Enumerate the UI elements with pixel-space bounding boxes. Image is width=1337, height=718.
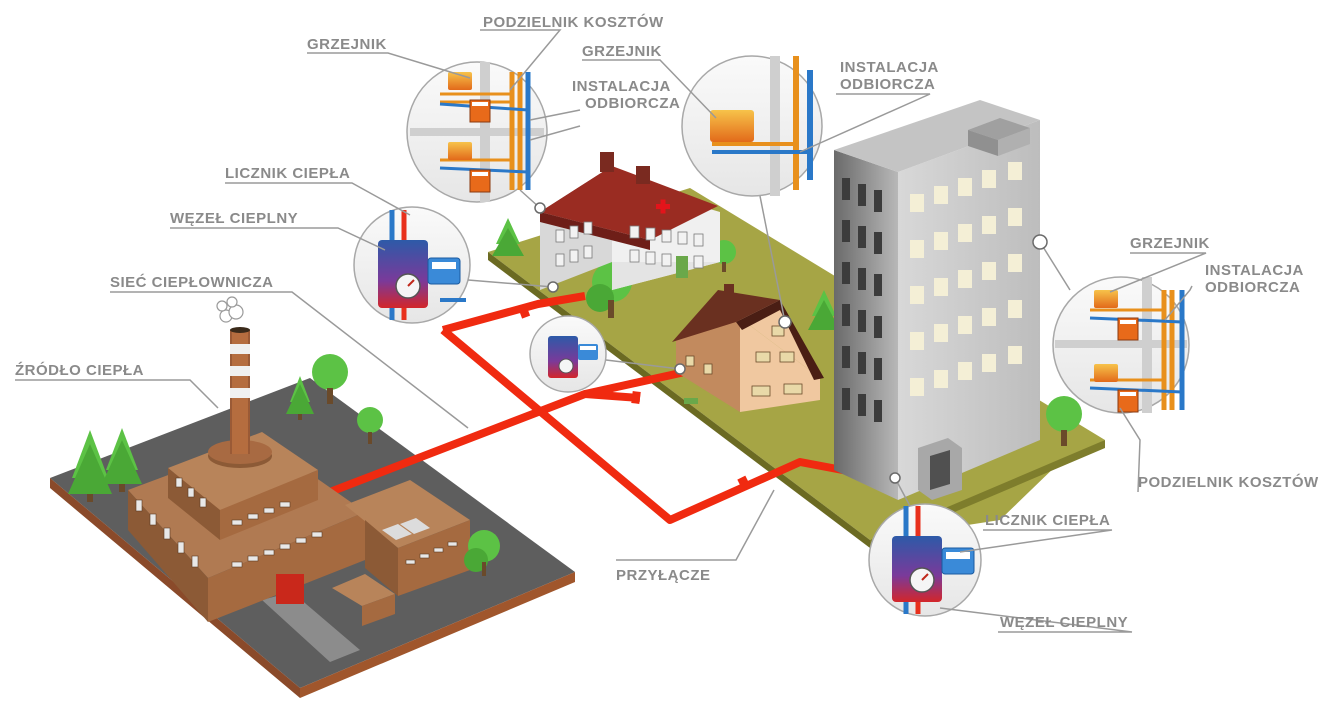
- label-wezel-cieplny-1: WĘZEŁ CIEPLNY: [170, 210, 298, 227]
- heat-meter-icon: [548, 336, 598, 378]
- tree-icon: [102, 428, 142, 492]
- cost-allocator-icon: [1117, 317, 1139, 341]
- heat-meter-icon: [378, 240, 461, 308]
- detail-circle-tower-installation: [1052, 276, 1190, 414]
- label-odbiorcza-3: ODBIORCZA: [1205, 279, 1300, 296]
- house: [672, 284, 824, 412]
- detail-circle-heat-node-3: [868, 503, 982, 617]
- detail-circle-hospital-installation: [406, 61, 548, 203]
- label-odbiorcza-2: ODBIORCZA: [840, 76, 935, 93]
- apartment-tower: [834, 100, 1040, 500]
- label-grzejnik-3: GRZEJNIK: [1130, 235, 1210, 252]
- label-odbiorcza-1: ODBIORCZA: [585, 95, 680, 112]
- tree-icon: [1046, 396, 1082, 446]
- label-grzejnik-2: GRZEJNIK: [582, 43, 662, 60]
- detail-circle-heat-node-1: [353, 206, 471, 324]
- label-grzejnik-1: GRZEJNIK: [307, 36, 387, 53]
- cost-allocator-icon: [1117, 389, 1139, 413]
- tree-icon: [312, 354, 348, 404]
- connectors: [467, 189, 1071, 507]
- tree-icon: [492, 218, 524, 256]
- radiator-icon: [1094, 364, 1118, 382]
- tree-icon: [68, 430, 112, 502]
- tree-icon: [808, 290, 840, 330]
- radiator-icon: [1094, 290, 1118, 308]
- label-licznik-ciepla-1: LICZNIK CIEPŁA: [225, 165, 350, 182]
- tree-icon: [464, 530, 500, 576]
- label-przylacze: PRZYŁĄCZE: [616, 567, 711, 584]
- hospital-building: [540, 152, 720, 290]
- red-cross-icon: [656, 199, 670, 214]
- trees: [68, 218, 1082, 576]
- radiator-icon: [448, 142, 472, 160]
- label-zrodlo-ciepla: ŹRÓDŁO CIEPŁA: [15, 361, 144, 379]
- radiator-icon: [710, 110, 754, 142]
- cost-allocator-icon: [469, 169, 491, 193]
- label-instalacja-1: INSTALACJA: [572, 78, 671, 95]
- labels: GRZEJNIK PODZIELNIK KOSZTÓW GRZEJNIK INS…: [15, 13, 1319, 631]
- tree-icon: [357, 407, 383, 444]
- label-instalacja-2: INSTALACJA: [840, 59, 939, 76]
- tree-icon: [286, 376, 314, 420]
- label-instalacja-3: INSTALACJA: [1205, 262, 1304, 279]
- label-siec-cieplownicza: SIEĆ CIEPŁOWNICZA: [110, 273, 274, 291]
- cost-allocator-icon: [469, 99, 491, 123]
- detail-circle-house-installation: [681, 55, 823, 197]
- heat-meter-icon: [892, 536, 975, 602]
- heat-source-factory: [128, 296, 470, 626]
- label-wezel-cieplny-2: WĘZEŁ CIEPLNY: [1000, 614, 1128, 631]
- chimney-smoke-icon: [216, 296, 244, 323]
- leader-lines: [15, 29, 1207, 633]
- label-podzielnik-kosztow-2: PODZIELNIK KOSZTÓW: [1138, 473, 1319, 491]
- detail-circle-heat-node-2: [529, 315, 607, 393]
- label-licznik-ciepla-2: LICZNIK CIEPŁA: [985, 512, 1110, 529]
- label-podzielnik-kosztow-1: PODZIELNIK KOSZTÓW: [483, 13, 664, 31]
